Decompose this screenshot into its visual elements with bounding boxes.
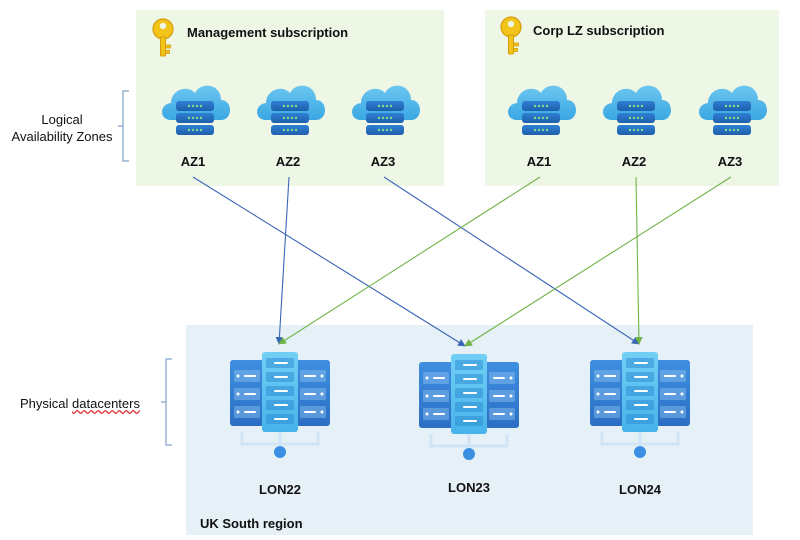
mapping-arrow-corp-6 — [465, 177, 731, 346]
mapping-arrow-corp-4 — [279, 177, 540, 344]
mapping-arrow-management-2 — [279, 177, 289, 344]
mapping-arrow-corp-5 — [636, 177, 639, 344]
mapping-arrow-management-1 — [193, 177, 465, 346]
